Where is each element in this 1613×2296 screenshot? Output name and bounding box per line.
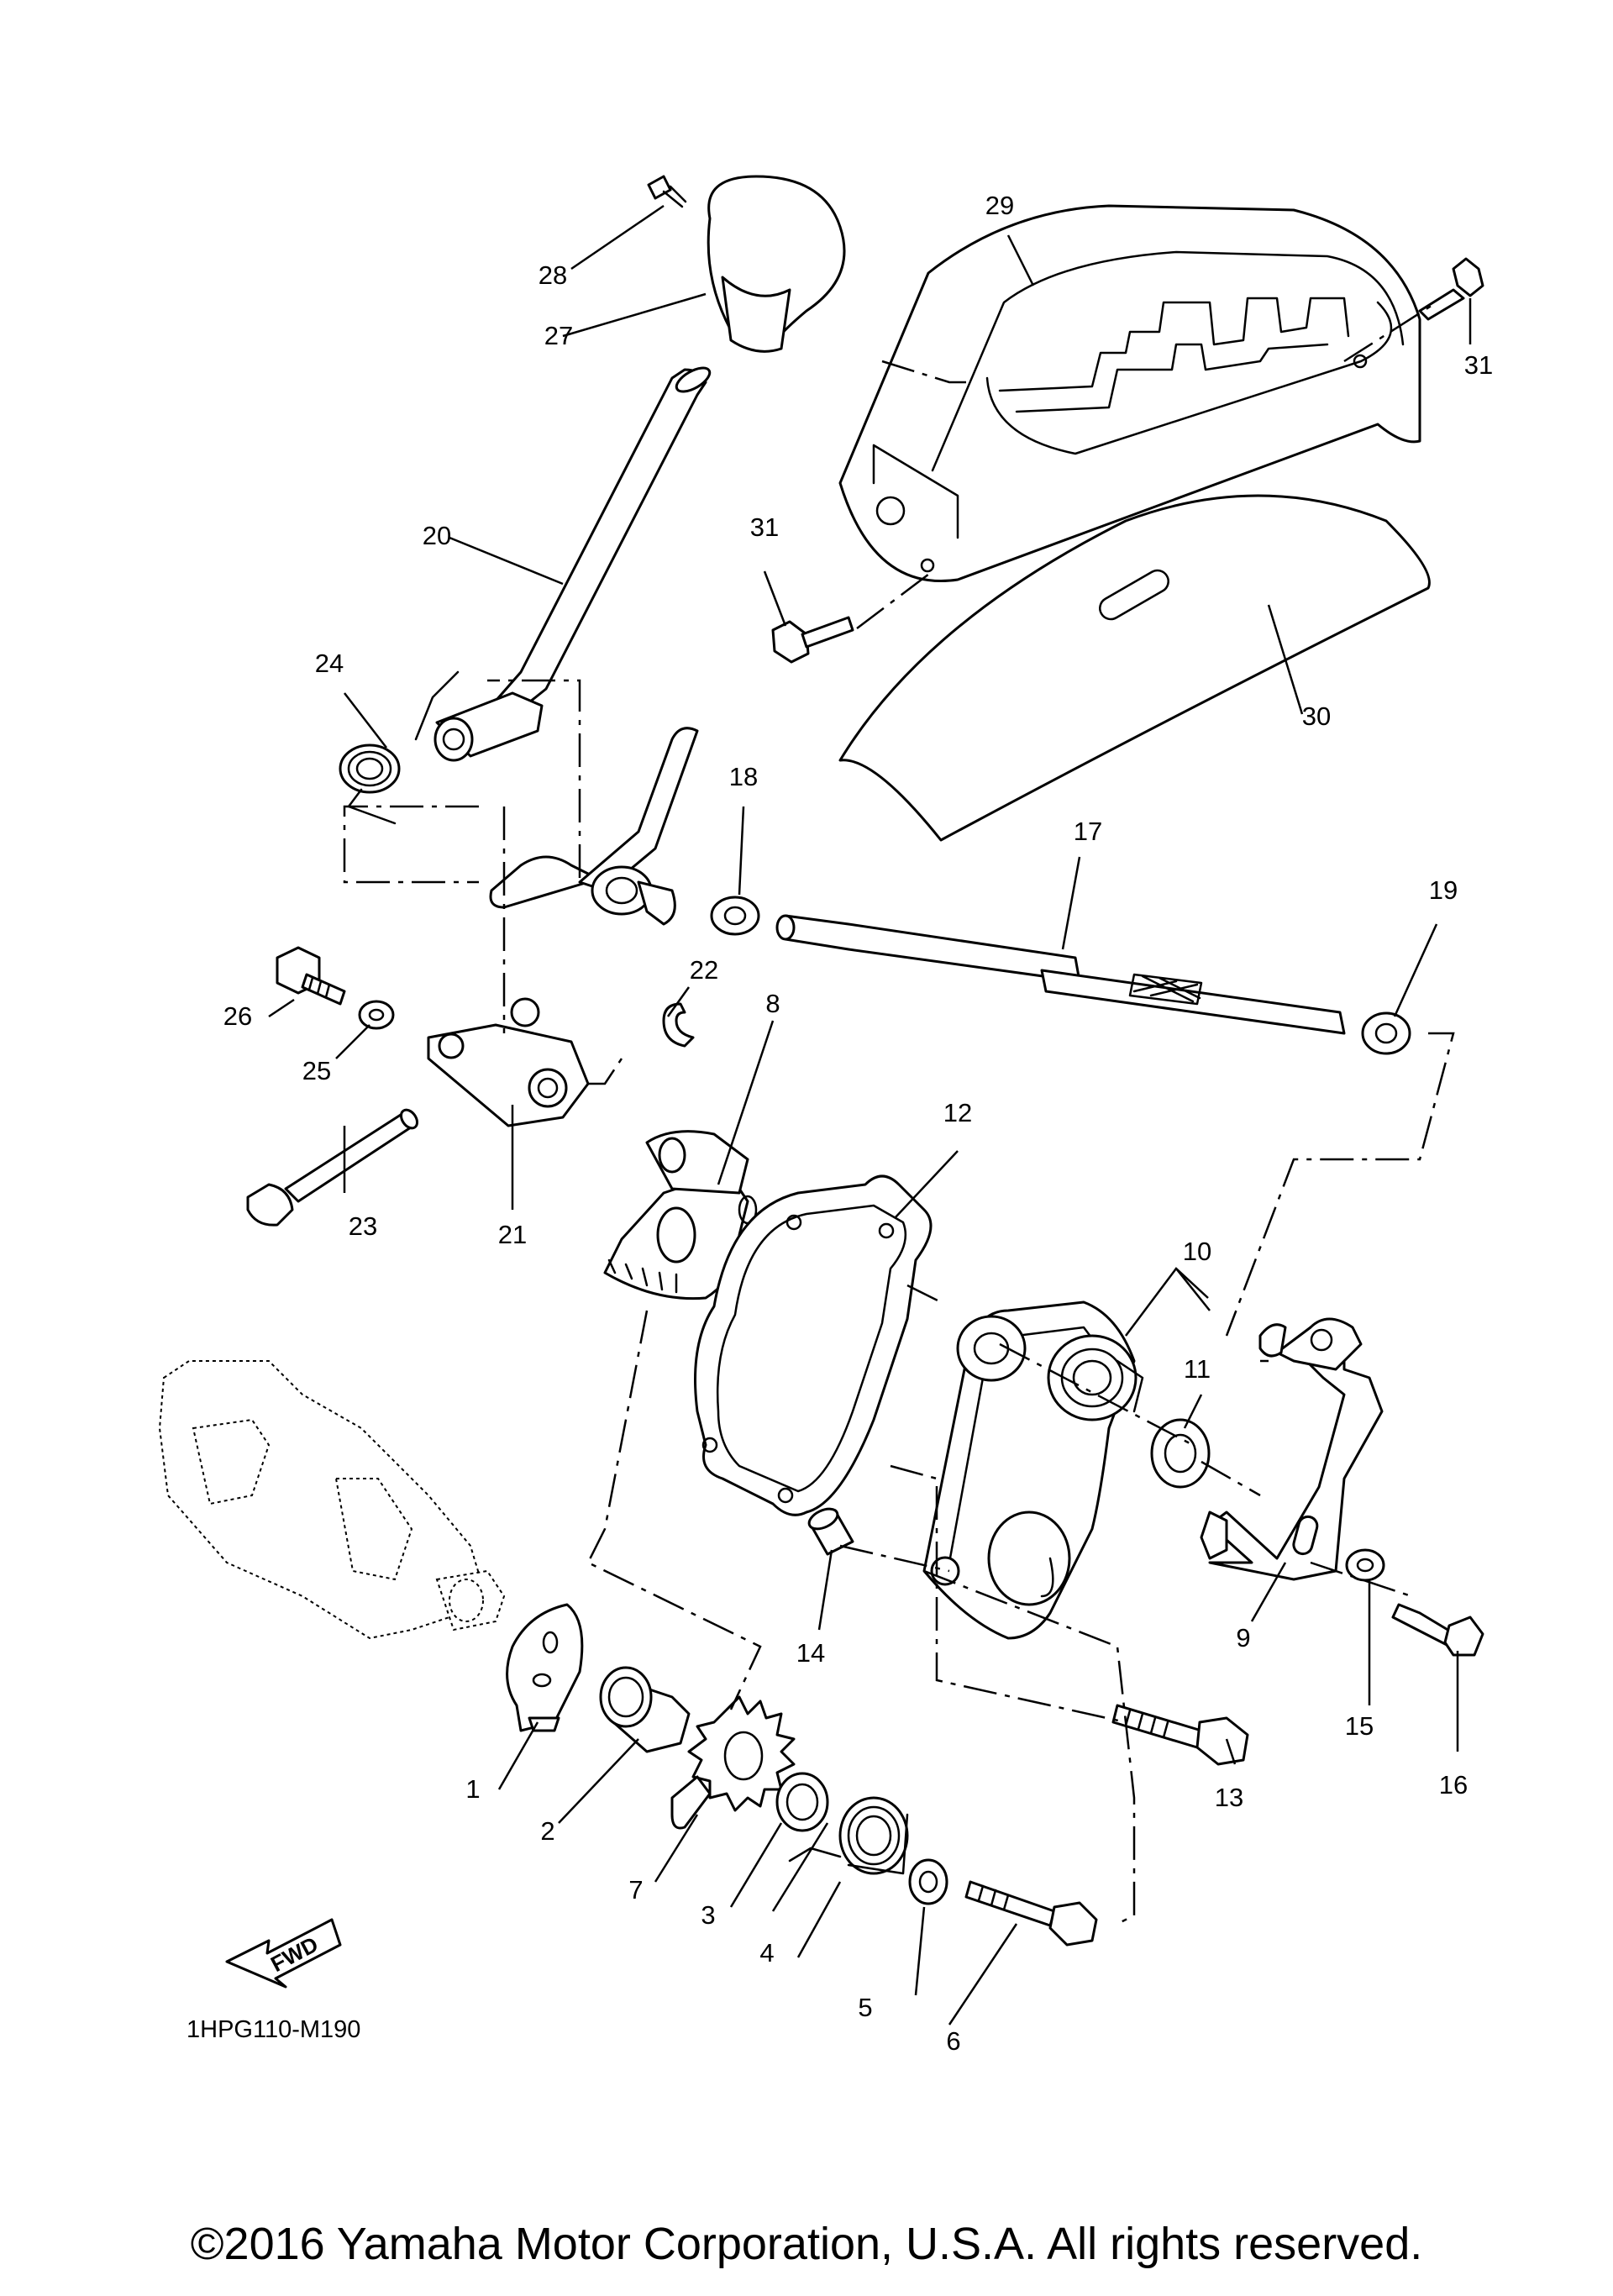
- callout-26: 26: [223, 1001, 252, 1031]
- shift-lever-arm: [1200, 1317, 1384, 1581]
- bolt-6: [964, 1880, 1098, 1947]
- shift-arm: [427, 727, 699, 1127]
- fwd-arrow-icon: FWD: [225, 1918, 342, 1989]
- shift-drum: [158, 1360, 506, 1640]
- callout-22: 22: [690, 955, 718, 985]
- bolt-31-upper: [1418, 257, 1484, 321]
- callout-11: 11: [1184, 1354, 1211, 1384]
- callout-16: 16: [1439, 1770, 1468, 1799]
- cover-plate: [838, 494, 1431, 842]
- callout-1: 1: [465, 1774, 480, 1804]
- bolt-26: [276, 946, 346, 1006]
- callout-7: 7: [628, 1875, 643, 1905]
- oil-seal: [1150, 1418, 1211, 1489]
- shift-lever: [433, 366, 712, 762]
- callout-15: 15: [1345, 1711, 1374, 1741]
- callout-2: 2: [540, 1816, 554, 1846]
- washer-25: [358, 1000, 395, 1030]
- callout-18: 18: [729, 762, 758, 791]
- shift-knob: [707, 175, 846, 353]
- callout-8: 8: [765, 989, 780, 1018]
- callout-6: 6: [946, 2026, 960, 2056]
- callout-29: 29: [985, 191, 1014, 220]
- knob-screw: [647, 175, 687, 208]
- washer-5: [908, 1858, 948, 1905]
- washer-3: [775, 1772, 829, 1832]
- dowel-pin: [807, 1507, 854, 1556]
- callout-9: 9: [1236, 1623, 1250, 1652]
- bolt-31-lower: [771, 616, 854, 664]
- callout-4: 4: [759, 1938, 774, 1968]
- shift-rod: [775, 914, 1346, 1035]
- callout-25: 25: [302, 1056, 331, 1085]
- stopper-plate: [506, 1603, 584, 1732]
- collar-19: [1361, 1011, 1411, 1055]
- torsion-spring: [788, 1796, 909, 1875]
- callout-20: 20: [423, 521, 451, 550]
- callout-17: 17: [1074, 817, 1102, 846]
- callout-3: 3: [701, 1900, 715, 1930]
- shift-gate-cover: [838, 204, 1421, 582]
- pin-bolt: [246, 1108, 419, 1227]
- lever-spring: [339, 670, 460, 825]
- bolt-13: [1111, 1704, 1249, 1766]
- callout-10: 10: [1183, 1237, 1211, 1266]
- callout-27: 27: [544, 321, 573, 350]
- alignment-lines: [343, 301, 1455, 1926]
- gasket: [694, 1174, 933, 1516]
- callout-19: 19: [1429, 875, 1458, 905]
- callout-28: 28: [539, 260, 567, 290]
- shift-housing: [922, 1300, 1144, 1640]
- callouts: 1 2 3 4 5 6 7 8 9 10 11 12 13 14 15 16 1…: [223, 191, 1493, 2056]
- callout-30: 30: [1302, 701, 1331, 731]
- collar-2: [599, 1666, 691, 1753]
- callout-14: 14: [796, 1638, 825, 1668]
- callout-13: 13: [1215, 1783, 1243, 1812]
- leader-lines: [268, 204, 1472, 2025]
- callout-5: 5: [858, 1993, 872, 2022]
- shift-segment: [603, 1130, 758, 1300]
- bolt-16: [1391, 1603, 1484, 1657]
- circlip: [662, 1002, 695, 1048]
- star-gear: [670, 1695, 796, 1830]
- callout-23: 23: [349, 1211, 377, 1241]
- copyright-notice: ©2016 Yamaha Motor Corporation, U.S.A. A…: [190, 2219, 1423, 2269]
- callout-31-upper: 31: [1464, 350, 1493, 380]
- callout-21: 21: [498, 1220, 527, 1249]
- callout-31-lower: 31: [750, 512, 779, 542]
- diagram-code: 1HPG110-M190: [187, 2016, 360, 2043]
- callout-12: 12: [943, 1098, 972, 1127]
- collar-18: [710, 896, 760, 936]
- callout-24: 24: [315, 649, 344, 678]
